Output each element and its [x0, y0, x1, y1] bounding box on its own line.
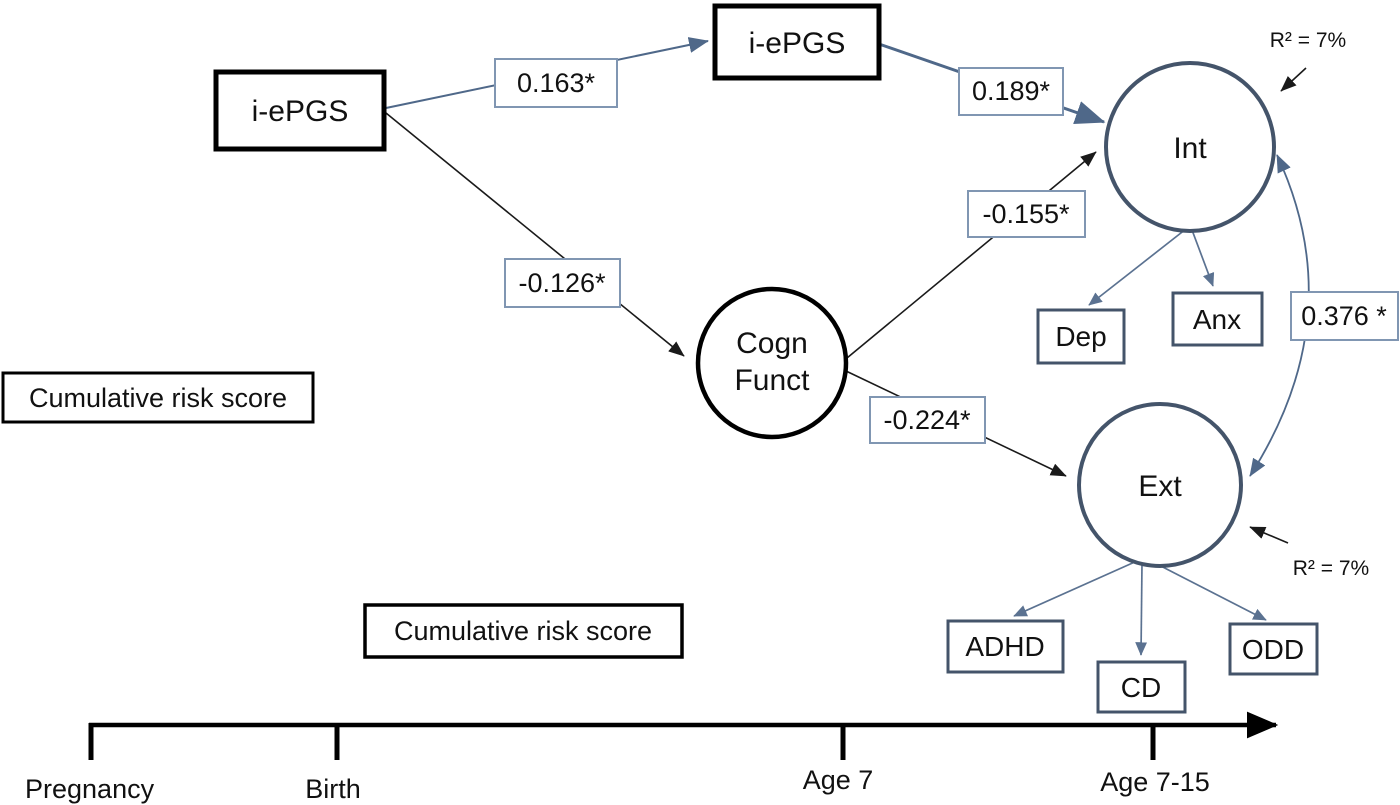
adhd-label: ADHD: [965, 631, 1044, 662]
r2-ext-label: R² = 7%: [1293, 557, 1369, 580]
coef-0189-label: 0.189*: [972, 76, 1051, 106]
timeline-label-age7-15: Age 7-15: [1100, 767, 1210, 797]
coef-box-neg0155: [967, 190, 1086, 238]
coef-neg0224-label: -0.224*: [883, 405, 971, 435]
node-iepgs-birth-box: [712, 3, 882, 81]
arrow-ext-to-cd: [1135, 562, 1148, 656]
coef-box-0189: [958, 67, 1064, 116]
coef-neg0155-label: -0.155*: [982, 199, 1070, 229]
arrow-r2-int-pointer: [1280, 67, 1307, 92]
node-adhd-box: [946, 619, 1065, 674]
cogn-funct-label-line2: Funct: [734, 364, 810, 397]
ext-label: Ext: [1138, 470, 1182, 503]
anx-label: Anx: [1193, 304, 1241, 335]
coefficient-boxes: 0.163* -0.126* 0.189* -0.155* -0.224* 0.…: [494, 58, 1399, 444]
timeline-label-birth: Birth: [305, 774, 361, 804]
coef-box-0163: [494, 58, 618, 108]
node-cogn-funct-circle: [695, 286, 849, 440]
arrow-ext-to-adhd: [1013, 560, 1138, 617]
cogn-funct-label-line1: Cogn: [736, 327, 808, 360]
node-cumulative-risk-pregnancy-box: [1, 371, 315, 424]
arrow-int-to-dep: [1088, 228, 1187, 306]
arrow-ext-to-odd: [1150, 560, 1267, 621]
arrow-iepgs-pregnancy-to-cogn-funct: [385, 112, 685, 357]
coef-0376-label: 0.376 *: [1301, 301, 1387, 331]
arrow-cogn-funct-to-int: [846, 151, 1097, 359]
odd-label: ODD: [1242, 634, 1304, 665]
coef-0163-label: 0.163*: [517, 68, 596, 98]
cumulative-risk-pregnancy-label: Cumulative risk score: [29, 383, 287, 413]
node-ext-circle: [1077, 402, 1243, 568]
r2-annotations: R² = 7% R² = 7%: [1270, 29, 1369, 580]
arrow-r2-ext-pointer: [1249, 526, 1289, 544]
timeline: Pregnancy Birth Age 7 Age 7-15: [25, 711, 1279, 804]
node-dep-box: [1036, 308, 1126, 365]
iepgs-birth-label: i-ePGS: [749, 27, 846, 60]
r2-int-label: R² = 7%: [1270, 29, 1346, 52]
timeline-label-age7: Age 7: [803, 765, 874, 795]
coef-box-neg0126: [504, 258, 621, 308]
coef-neg0126-label: -0.126*: [518, 268, 606, 298]
cumulative-risk-age7-label: Cumulative risk score: [394, 616, 652, 646]
coef-box-neg0224: [869, 396, 986, 444]
arrow-int-to-anx: [1191, 229, 1215, 287]
coef-box-0376: [1290, 291, 1399, 341]
observed-nodes: i-ePGS i-ePGS Dep Anx ADHD CD ODD Cumula…: [1, 3, 1319, 714]
node-int-circle: [1104, 61, 1276, 233]
node-cd-box: [1096, 660, 1187, 714]
cd-label: CD: [1121, 672, 1161, 703]
dep-label: Dep: [1055, 321, 1106, 352]
iepgs-pregnancy-label: i-ePGS: [252, 95, 349, 128]
node-cumulative-risk-age7-box: [363, 603, 684, 659]
node-iepgs-pregnancy-box: [213, 69, 387, 152]
timeline-label-pregnancy: Pregnancy: [25, 774, 155, 804]
node-odd-box: [1228, 622, 1319, 676]
int-label: Int: [1173, 132, 1207, 165]
node-anx-box: [1171, 291, 1264, 347]
latent-nodes: Cogn Funct Int Ext: [695, 61, 1276, 568]
